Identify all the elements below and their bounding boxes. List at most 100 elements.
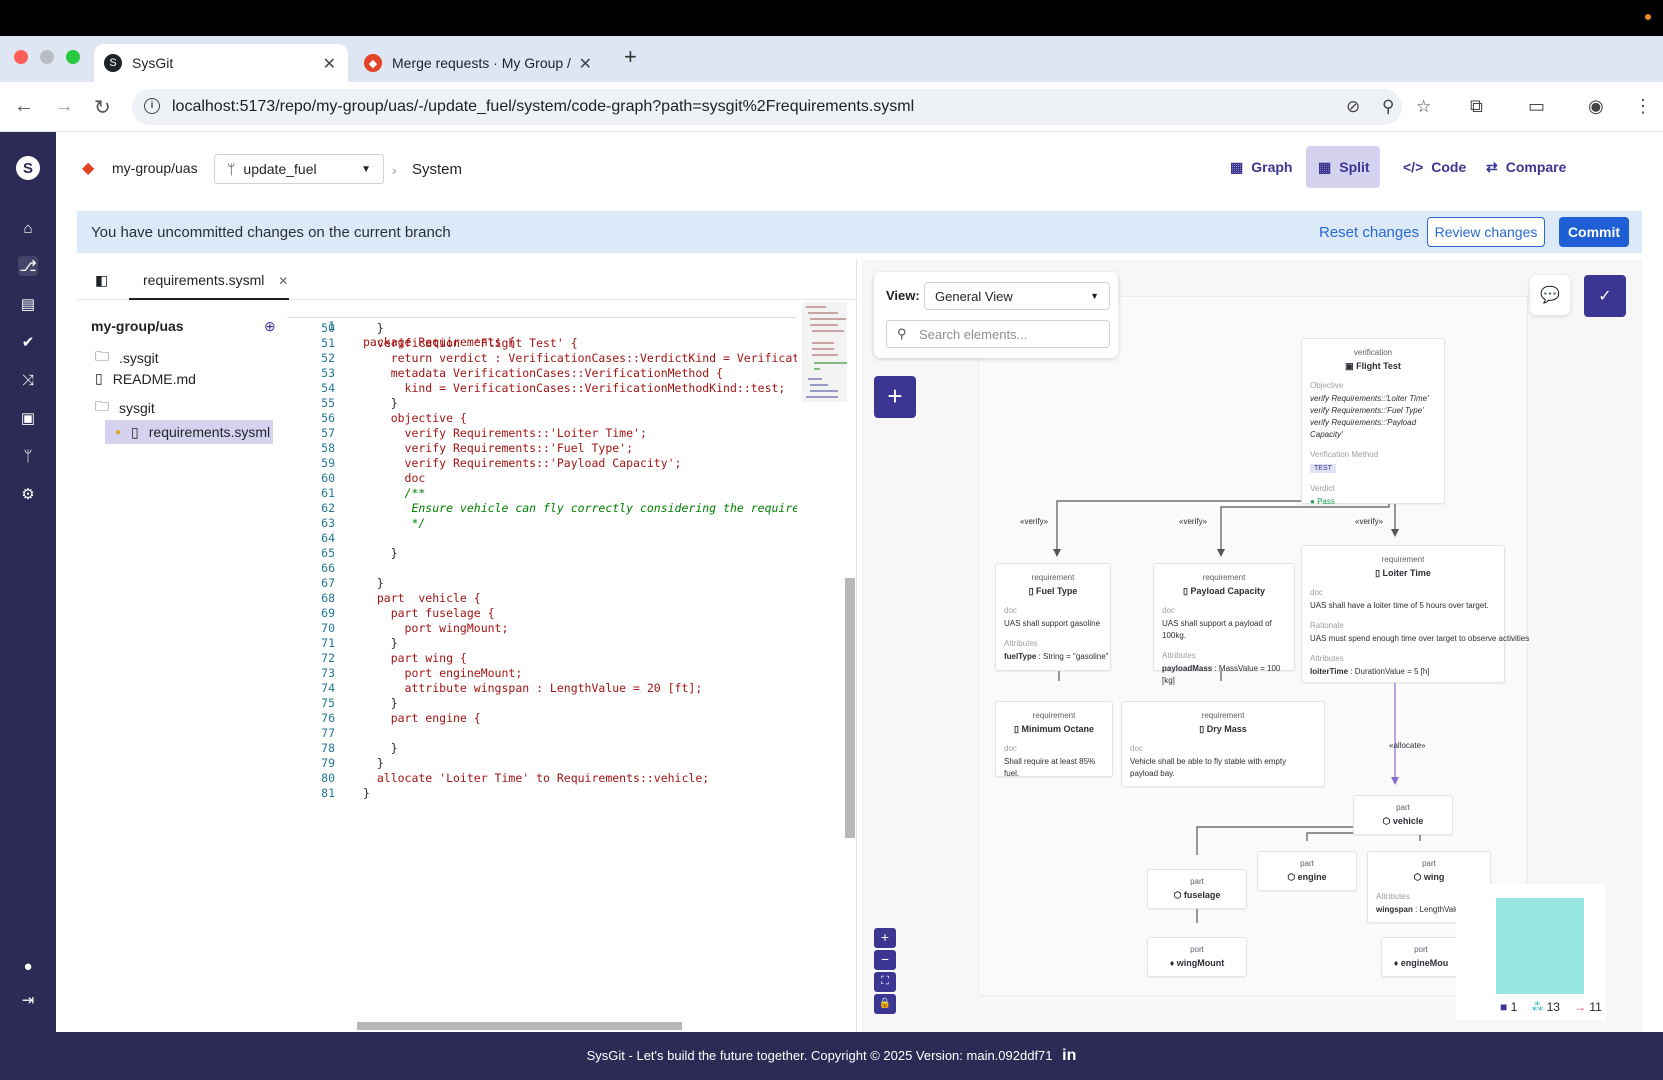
address-bar[interactable]: i localhost:5173/repo/my-group/uas/-/upd… [132, 89, 1431, 125]
repo-breadcrumb[interactable]: my-group/uas [112, 160, 198, 176]
add-element-button[interactable]: + [874, 376, 916, 418]
tab-title: Merge requests · My Group / [392, 55, 571, 71]
node-vehicle[interactable]: part ⬡ vehicle [1353, 795, 1453, 835]
graph-canvas[interactable]: «verify» «verify» «verify» «allocate» ve… [978, 296, 1529, 996]
node-fuel-type[interactable]: requirement ▯ Fuel Type doc UAS shall su… [995, 563, 1111, 671]
editor-vertical-scrollbar[interactable] [845, 578, 855, 838]
tree-item-requirements[interactable]: ●▯requirements.sysml [105, 420, 273, 444]
linkedin-icon[interactable]: in [1062, 1047, 1077, 1064]
close-tab-icon[interactable]: ✕ [322, 56, 336, 73]
node-engine[interactable]: part ⬡ engine [1257, 851, 1357, 891]
zoom-icon[interactable]: ⚲ [1382, 97, 1395, 116]
close-window-button[interactable] [14, 50, 28, 64]
tab-search-icon[interactable]: ▭ [1528, 96, 1546, 116]
document-icon[interactable]: ▣ [20, 410, 36, 427]
code-line: 54 kind = VerificationCases::Verificatio… [287, 380, 797, 396]
close-tab-icon[interactable]: ✕ [578, 56, 592, 73]
file-tab-requirements[interactable]: requirements.sysml ✕ [129, 260, 289, 300]
node-loiter-time[interactable]: requirement ▯ Loiter Time doc UAS shall … [1301, 545, 1529, 683]
camera-off-icon[interactable]: ⊘ [1346, 97, 1361, 116]
settings-gear-icon[interactable]: ⚙ [21, 486, 35, 503]
line-number: 80 [321, 771, 335, 785]
user-icon[interactable]: ● [23, 957, 33, 975]
check-circle-icon[interactable]: ✔ [21, 334, 35, 351]
file-tree: my-group/uas ⊕ 🗀.sysgit ▯README.md 🗀sysg… [77, 300, 287, 1032]
branch-icon[interactable]: ᛘ [23, 447, 33, 465]
view-select-value: General View [935, 289, 1013, 304]
node-stereotype: part [1422, 859, 1436, 868]
branch-selector[interactable]: ᛘ update_fuel ▼ [214, 154, 384, 184]
comments-button[interactable]: 💬 [1530, 275, 1570, 315]
code-line: 51 verification 'Flight Test' { [287, 335, 797, 351]
graph-view-button[interactable]: ▦Graph [1218, 146, 1304, 188]
node-flight-test[interactable]: verification ▣ Flight Test Objective ver… [1301, 338, 1445, 506]
extensions-icon[interactable]: ⧉ [1470, 96, 1483, 116]
zoom-out-button[interactable]: − [874, 950, 896, 970]
toggle-sidebar-icon[interactable]: ◧ [95, 272, 109, 288]
page-header: ◆ my-group/uas ᛘ update_fuel ▼ › System … [56, 132, 1663, 204]
node-doc: Vehicle shall be able to fly stable with… [1130, 757, 1287, 778]
zoom-in-button[interactable]: + [874, 928, 896, 948]
node-section-label: Rationale [1310, 621, 1344, 630]
view-select[interactable]: General View ▼ [924, 282, 1110, 310]
sysgit-favicon: S [104, 54, 122, 72]
code-text: } [363, 636, 398, 650]
code-text: } [363, 546, 398, 560]
new-tab-icon[interactable]: + [624, 44, 637, 69]
tree-item-readme[interactable]: ▯README.md [95, 370, 196, 387]
code-minimap[interactable] [802, 302, 847, 402]
commit-button[interactable]: Commit [1559, 217, 1629, 247]
clipboard-icon[interactable]: ▤ [20, 296, 36, 313]
forward-icon[interactable]: → [54, 95, 74, 117]
code-text: part fuselage { [363, 606, 495, 620]
graph-nav-icon[interactable]: ⎇ [18, 256, 38, 276]
bookmark-star-icon[interactable]: ☆ [1416, 97, 1432, 116]
node-section-label: Verification Method [1310, 450, 1379, 459]
code-editor[interactable]: 1 package Requirements { 50 }51 verifica… [287, 302, 797, 1032]
browser-tab-sysgit[interactable]: S SysGit ✕ [94, 44, 348, 82]
site-info-icon[interactable]: i [144, 98, 160, 114]
code-line: 61 /** [287, 485, 797, 501]
node-minimum-octane[interactable]: requirement ▯ Minimum Octane doc Shall r… [995, 701, 1113, 778]
clipboard-check-button[interactable]: ✓ [1584, 275, 1626, 317]
requirement-icon: ▯ [1183, 586, 1191, 596]
new-file-icon[interactable]: ⊕ [264, 318, 276, 334]
home-icon[interactable]: ⌂ [23, 219, 33, 237]
node-dry-mass[interactable]: requirement ▯ Dry Mass doc Vehicle shall… [1121, 701, 1325, 787]
compare-view-button[interactable]: ⇄Compare [1474, 146, 1578, 188]
node-fuselage[interactable]: part ⬡ fuselage [1147, 869, 1247, 909]
review-changes-button[interactable]: Review changes [1427, 217, 1545, 247]
node-payload-capacity[interactable]: requirement ▯ Payload Capacity doc UAS s… [1153, 563, 1295, 685]
code-view-button[interactable]: </>Code [1391, 146, 1478, 188]
node-wingmount[interactable]: port ♦ wingMount [1147, 937, 1247, 977]
code-text: package Requirements { [363, 335, 516, 349]
line-number: 56 [321, 411, 335, 425]
tree-item-sysgit-folder[interactable]: 🗀sysgit [95, 396, 155, 420]
close-file-tab-icon[interactable]: ✕ [278, 274, 289, 288]
browser-menu-icon[interactable]: ⋮ [1634, 96, 1652, 116]
sysgit-logo[interactable]: S [16, 156, 40, 180]
profile-icon[interactable]: ◉ [1588, 96, 1604, 116]
browser-tab-merge-requests[interactable]: ◆ Merge requests · My Group / ✕ [354, 44, 604, 82]
node-doc: UAS shall have a loiter time of 5 hours … [1310, 601, 1489, 610]
lock-icon[interactable]: 🔒 [874, 994, 896, 1014]
line-number: 59 [321, 456, 335, 470]
part-icon: ⬡ [1173, 890, 1184, 900]
split-view-button[interactable]: ▦Split [1306, 146, 1380, 188]
back-icon[interactable]: ← [14, 95, 34, 117]
banner-message: You have uncommitted changes on the curr… [91, 224, 451, 241]
file-icon: ▯ [131, 423, 139, 440]
logout-icon[interactable]: ⇥ [21, 992, 35, 1009]
editor-horizontal-scrollbar[interactable] [357, 1022, 682, 1030]
tree-item-sysgit-config[interactable]: 🗀.sysgit [95, 346, 159, 370]
shuffle-icon[interactable]: ⤨ [21, 371, 34, 389]
line-number: 68 [321, 591, 335, 605]
search-elements-input[interactable]: ⚲ Search elements... [886, 320, 1110, 348]
fit-view-button[interactable]: ⛶ [874, 972, 896, 992]
zoom-window-button[interactable] [66, 50, 80, 64]
reload-icon[interactable]: ↻ [94, 97, 111, 119]
reset-changes-link[interactable]: Reset changes [1319, 224, 1420, 241]
node-enginemount[interactable]: port ♦ engineMou [1381, 937, 1461, 977]
code-line: 77 [287, 725, 797, 741]
minimize-window-button[interactable] [40, 50, 54, 64]
